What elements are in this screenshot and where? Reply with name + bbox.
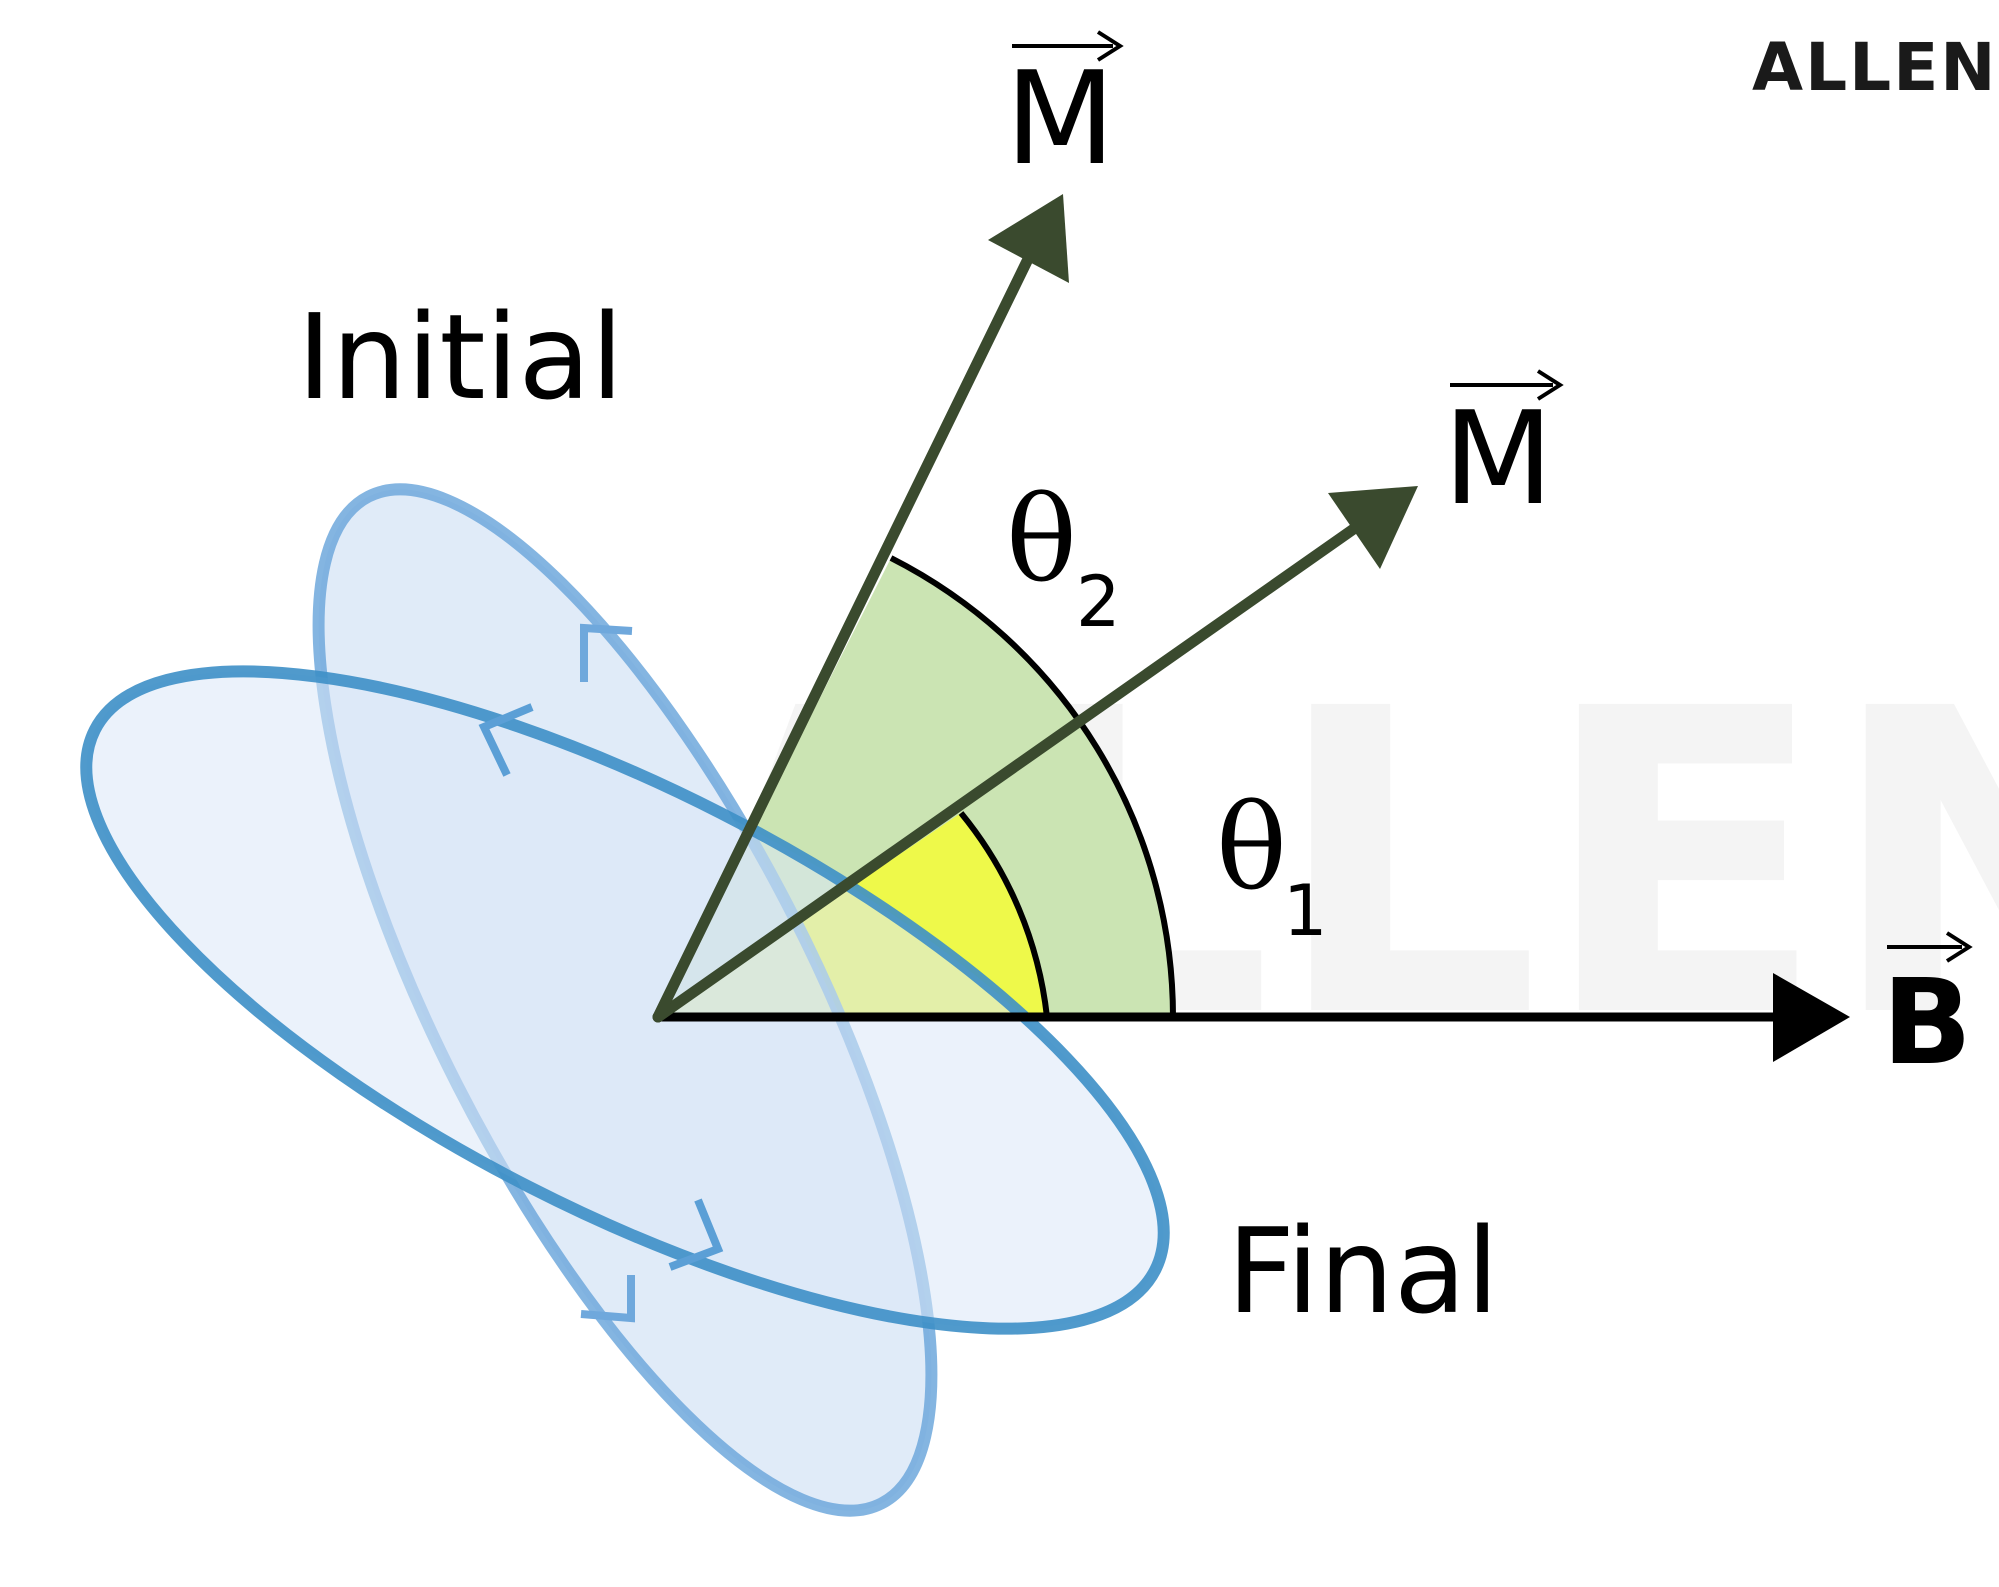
theta-1-subscript: 1 bbox=[1283, 870, 1328, 952]
moment-vector-initial bbox=[652, 249, 1036, 1023]
theta-2-arc bbox=[889, 555, 1176, 1018]
moment-vector-final bbox=[652, 522, 1361, 1023]
field-label: B bbox=[1882, 931, 1973, 1091]
moment-initial-text: M bbox=[1005, 45, 1115, 194]
theta-1-label: θ 1 bbox=[1216, 778, 1328, 952]
theta-2-label: θ 2 bbox=[1006, 470, 1121, 643]
moment-final-text: M bbox=[1443, 385, 1553, 534]
field-text: B bbox=[1882, 953, 1972, 1091]
theta-2-subscript: 2 bbox=[1076, 561, 1121, 643]
final-current-loop bbox=[80, 665, 1170, 1335]
initial-loop-direction-arrow-bottom bbox=[580, 1275, 635, 1323]
moment-label-final: M bbox=[1443, 369, 1564, 534]
magnetic-field-arrowhead bbox=[1773, 973, 1850, 1062]
moment-vector-initial-arrowhead bbox=[988, 194, 1069, 283]
final-label: Final bbox=[1227, 1202, 1499, 1340]
theta-1-arc bbox=[958, 811, 1050, 1018]
final-loop-direction-arrow-top bbox=[478, 703, 534, 777]
theta-1-symbol: θ bbox=[1216, 778, 1287, 916]
vector-arrowhead-icon bbox=[1536, 369, 1564, 401]
vector-arrowhead-icon bbox=[1945, 931, 1973, 963]
initial-label: Initial bbox=[297, 288, 624, 426]
vector-arrowhead-icon bbox=[1096, 30, 1124, 62]
allen-logo: ALLEN bbox=[1752, 29, 1998, 106]
initial-loop-direction-arrow-top bbox=[580, 623, 633, 682]
moment-vector-final-arrowhead bbox=[1328, 486, 1418, 569]
theta-2-symbol: θ bbox=[1006, 470, 1077, 608]
final-loop-direction-arrow-bottom bbox=[668, 1198, 724, 1271]
moment-label-initial: M bbox=[1005, 30, 1124, 194]
